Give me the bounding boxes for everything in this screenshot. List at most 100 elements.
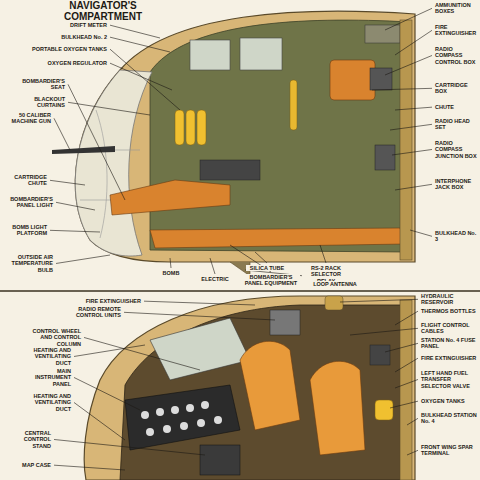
part-label: BULKHEAD No. 3 <box>434 230 478 243</box>
part-label: BOMB LIGHT PLATFORM <box>4 224 48 237</box>
part-label: DRIFT METER <box>58 22 108 28</box>
part-label: INTERPHONE JACK BOX <box>434 178 478 191</box>
part-label: SILICA TUBE <box>246 265 288 271</box>
leader-line <box>74 345 145 356</box>
pilot-seat <box>240 341 300 430</box>
leader-line <box>84 337 200 370</box>
oxygen-tank <box>197 110 206 145</box>
leader-line <box>320 245 326 263</box>
leader-line <box>385 55 432 75</box>
part-label: OXYGEN TANKS <box>420 398 478 404</box>
panel-divider <box>0 290 480 292</box>
windshield <box>150 318 250 380</box>
leader-line <box>110 37 170 52</box>
bombsight-table <box>200 160 260 180</box>
leader-line <box>54 118 70 150</box>
leader-line <box>390 124 432 130</box>
part-label: BOMBARDIER'S PANEL EQUIPMENT <box>242 274 300 287</box>
part-label: CONTROL WHEEL AND CONTROL COLUMN <box>20 328 82 347</box>
cockpit-interior <box>120 305 408 480</box>
fuse-panel <box>370 345 390 365</box>
oxygen-tank <box>290 80 297 130</box>
part-label: ELECTRIC <box>198 276 232 282</box>
leader-line <box>395 311 418 325</box>
part-label: HEATING AND VENTILATING DUCT <box>20 393 72 412</box>
part-label: MAP CASE <box>8 462 52 468</box>
part-label: FIRE EXTINGUISHER <box>420 355 478 361</box>
leader-line <box>392 149 432 155</box>
part-label: BULKHEAD STATION No. 4 <box>420 412 478 425</box>
leader-line <box>110 49 180 110</box>
leader-line <box>255 252 267 263</box>
leader-line <box>410 230 432 236</box>
leader-line <box>170 258 171 268</box>
nose-shell <box>75 11 415 262</box>
leader-line <box>74 402 125 440</box>
leader-line <box>56 255 110 263</box>
leader-line <box>54 465 125 470</box>
bulkhead <box>400 300 412 480</box>
leader-line <box>110 63 172 90</box>
part-label: FRONT WING SPAR TERMINAL <box>420 444 478 457</box>
leader-line <box>124 312 275 320</box>
navigator-table <box>330 60 375 100</box>
instrument-panel <box>125 385 240 450</box>
part-label: AMMUNITION BOXES <box>434 2 478 15</box>
part-label: BULKHEAD No. 2 <box>50 34 108 40</box>
leader-line <box>407 418 418 425</box>
part-label: FIRE EXTINGUISHER <box>60 298 142 304</box>
part-label: FLIGHT CONTROL CABLES <box>420 322 478 335</box>
radio-units <box>270 310 300 335</box>
machine-gun <box>52 146 115 154</box>
part-label: CARTRIDGE CHUTE <box>4 174 48 187</box>
leader-line <box>350 328 418 335</box>
leader-line <box>54 439 205 455</box>
part-label: OUTSIDE AIR TEMPERATURE BULB <box>4 254 54 273</box>
part-label: BOMBARDIER'S PANEL LIGHT <box>4 196 54 209</box>
leader-line <box>385 8 432 30</box>
part-label: RADIO REMOTE CONTROL UNITS <box>60 306 122 319</box>
part-label: RADIO HEAD SET <box>434 118 478 131</box>
part-label: RADIO COMPASS JUNCTION BOX <box>434 140 478 159</box>
leader-line <box>50 180 85 185</box>
leader-line <box>395 30 432 55</box>
panel-title: NAVIGATOR'S COMPARTMENT <box>38 1 168 22</box>
junction-box <box>375 145 395 170</box>
part-label: LOOP ANTENNA <box>310 281 360 287</box>
part-label: HEATING AND VENTILATING DUCT <box>20 347 72 366</box>
leader-line <box>68 102 150 115</box>
leader-line <box>68 84 125 200</box>
leader-line <box>407 450 418 455</box>
leader-line <box>50 230 100 232</box>
window <box>190 40 230 70</box>
part-label: CHUTE <box>434 104 478 110</box>
part-label: MAIN INSTRUMENT PANEL <box>20 368 72 387</box>
leader-line <box>385 343 418 352</box>
window <box>240 38 282 70</box>
leader-line <box>110 25 160 38</box>
leader-line <box>395 379 418 388</box>
oxygen-tank <box>375 400 393 420</box>
hydraulic-reservoir <box>325 296 343 310</box>
leader-line <box>395 184 432 190</box>
part-label: LEFT HAND FUEL TRANSFER SELECTOR VALVE <box>420 370 478 389</box>
part-label: BOMBARDIER'S SEAT <box>18 78 66 91</box>
instrument-dials <box>141 401 222 436</box>
part-label: CARTRIDGE BOX <box>434 82 478 95</box>
glass-nose <box>75 70 152 256</box>
part-label: THERMOS BOTTLES <box>420 308 478 314</box>
glass-frame <box>80 110 140 238</box>
part-label: RADIO COMPASS CONTROL BOX <box>434 46 478 65</box>
floor <box>150 228 405 248</box>
leader-line <box>210 258 215 274</box>
oxygen-tank <box>186 110 195 145</box>
part-label: FIRE EXTINGUISHER <box>434 24 478 37</box>
oxygen-tank <box>175 110 184 145</box>
copilot-seat <box>310 361 365 455</box>
leader-line <box>372 88 432 90</box>
leader-line <box>340 299 418 302</box>
leader-line <box>395 107 432 110</box>
